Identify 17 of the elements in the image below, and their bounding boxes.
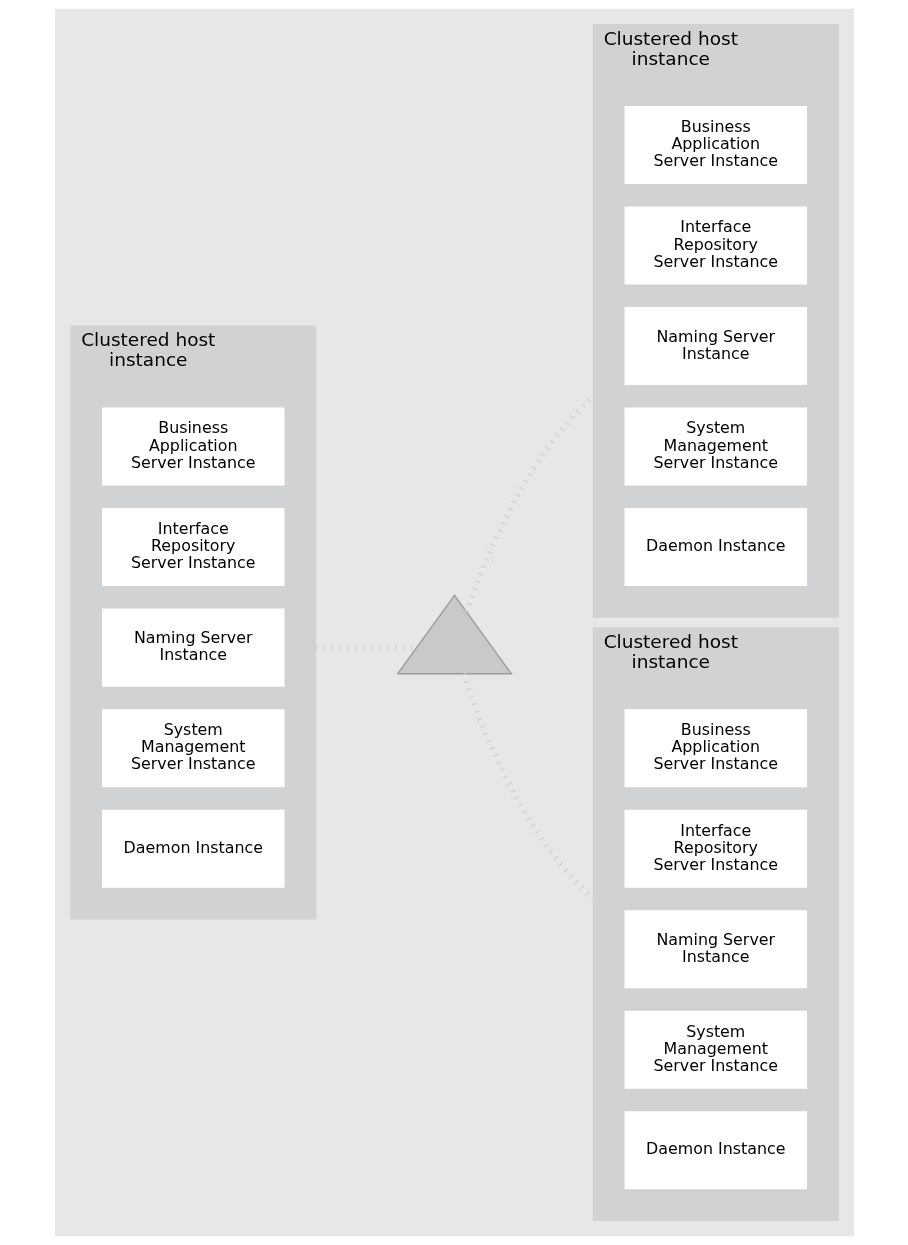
node-box: Naming Server Instance bbox=[624, 910, 807, 989]
node-box: Daemon Instance bbox=[101, 809, 284, 888]
node-box: System Management Server Instance bbox=[101, 709, 284, 788]
node-box: Daemon Instance bbox=[624, 1111, 807, 1190]
node-box: Interface Repository Server Instance bbox=[624, 206, 807, 285]
node-box: System Management Server Instance bbox=[624, 1010, 807, 1089]
node-box: Daemon Instance bbox=[624, 508, 807, 587]
connector bbox=[460, 672, 595, 901]
node-box: Interface Repository Server Instance bbox=[101, 508, 284, 587]
node-box: Business Application Server Instance bbox=[624, 709, 807, 788]
node-box: Naming Server Instance bbox=[624, 307, 807, 386]
node-box: Business Application Server Instance bbox=[624, 105, 807, 184]
node-triangle bbox=[395, 594, 513, 675]
node-box: Interface Repository Server Instance bbox=[624, 809, 807, 888]
node-box: System Management Server Instance bbox=[624, 407, 807, 486]
node-box: Naming Server Instance bbox=[101, 608, 284, 687]
node-box: Business Application Server Instance bbox=[101, 407, 284, 486]
